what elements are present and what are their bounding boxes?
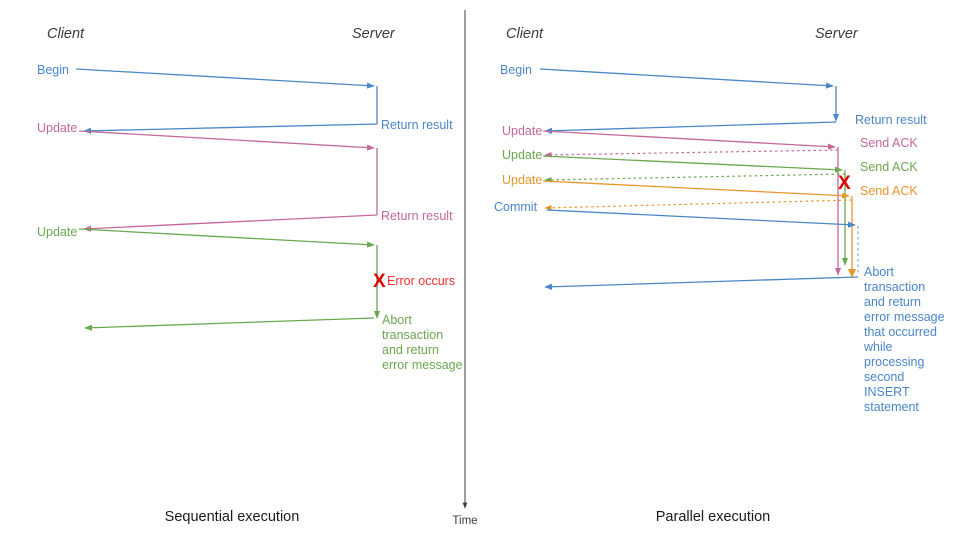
label-par-return: Return result bbox=[855, 113, 927, 127]
caption-sequential: Sequential execution bbox=[165, 509, 300, 525]
arrowhead-seq-green-down bbox=[374, 311, 380, 319]
panel-parallel: Client Server Begin Return result Update… bbox=[494, 26, 948, 525]
arrow-par-abort bbox=[544, 276, 859, 290]
arrow-seq-return-2 bbox=[83, 214, 378, 232]
abort-line: second bbox=[864, 370, 904, 384]
abort-line: transaction bbox=[864, 280, 925, 294]
abort-line: Abort bbox=[864, 265, 894, 279]
label-par-update-2: Update bbox=[502, 148, 542, 162]
arrow-par-begin bbox=[539, 68, 834, 89]
label-par-update-1: Update bbox=[502, 124, 542, 138]
abort-line: that occurred bbox=[864, 325, 937, 339]
label-seq-begin: Begin bbox=[37, 63, 69, 77]
label-par-ack-3: Send ACK bbox=[860, 184, 918, 198]
abort-line: statement bbox=[864, 400, 919, 414]
label-seq-return-2: Return result bbox=[381, 209, 453, 223]
abort-line: error message bbox=[864, 310, 945, 324]
label-par-commit: Commit bbox=[494, 200, 538, 214]
actor-label-client-parallel: Client bbox=[506, 26, 544, 42]
abort-text-sequential: Abort transaction and return error messa… bbox=[382, 313, 463, 372]
actor-label-client-sequential: Client bbox=[47, 26, 85, 42]
label-par-ack-2: Send ACK bbox=[860, 160, 918, 174]
label-par-ack-1: Send ACK bbox=[860, 136, 918, 150]
arrow-par-update-3 bbox=[542, 180, 850, 199]
abort-line: and return bbox=[382, 343, 439, 357]
arrowhead-par-pink-down bbox=[835, 268, 841, 276]
caption-parallel: Parallel execution bbox=[656, 509, 770, 525]
error-label-sequential: Error occurs bbox=[387, 274, 455, 288]
abort-line: Abort bbox=[382, 313, 412, 327]
arrow-par-ack-3-dotted bbox=[544, 199, 853, 211]
time-axis: Time bbox=[452, 10, 478, 527]
arrow-seq-return-1 bbox=[83, 123, 378, 134]
arrow-seq-abort bbox=[84, 317, 375, 331]
actor-label-server-sequential: Server bbox=[352, 26, 396, 42]
arrow-par-return bbox=[544, 121, 837, 134]
arrow-par-ack-1-dotted bbox=[544, 149, 839, 158]
arrow-seq-begin bbox=[75, 68, 375, 89]
error-x-icon-parallel: X bbox=[838, 173, 851, 194]
label-seq-return-1: Return result bbox=[381, 118, 453, 132]
arrow-par-update-1 bbox=[542, 130, 836, 150]
abort-line: while bbox=[863, 340, 893, 354]
label-par-update-3: Update bbox=[502, 173, 542, 187]
arrow-seq-update-2 bbox=[78, 228, 375, 248]
arrow-par-ack-2-dotted bbox=[544, 173, 846, 183]
arrow-par-commit bbox=[546, 209, 856, 228]
abort-text-parallel: Abort transaction and return error messa… bbox=[863, 265, 948, 414]
arrow-seq-update-1 bbox=[78, 130, 375, 151]
label-seq-update-1: Update bbox=[37, 121, 77, 135]
abort-line: INSERT bbox=[864, 385, 910, 399]
error-x-icon-sequential: X bbox=[373, 271, 386, 292]
label-par-begin: Begin bbox=[500, 63, 532, 77]
panel-sequential: Client Server Begin Return result Update… bbox=[37, 26, 463, 525]
abort-line: processing bbox=[864, 355, 924, 369]
label-seq-update-2: Update bbox=[37, 225, 77, 239]
arrowhead-par-orange-down bbox=[848, 269, 856, 278]
arrow-par-update-2 bbox=[542, 155, 843, 173]
abort-line: error message bbox=[382, 358, 463, 372]
arrowhead-par-blue-down bbox=[833, 114, 839, 122]
abort-line: transaction bbox=[382, 328, 443, 342]
arrowhead-par-green-down bbox=[842, 258, 848, 266]
time-axis-label: Time bbox=[452, 515, 477, 527]
abort-line: and return bbox=[864, 295, 921, 309]
actor-label-server-parallel: Server bbox=[815, 26, 859, 42]
